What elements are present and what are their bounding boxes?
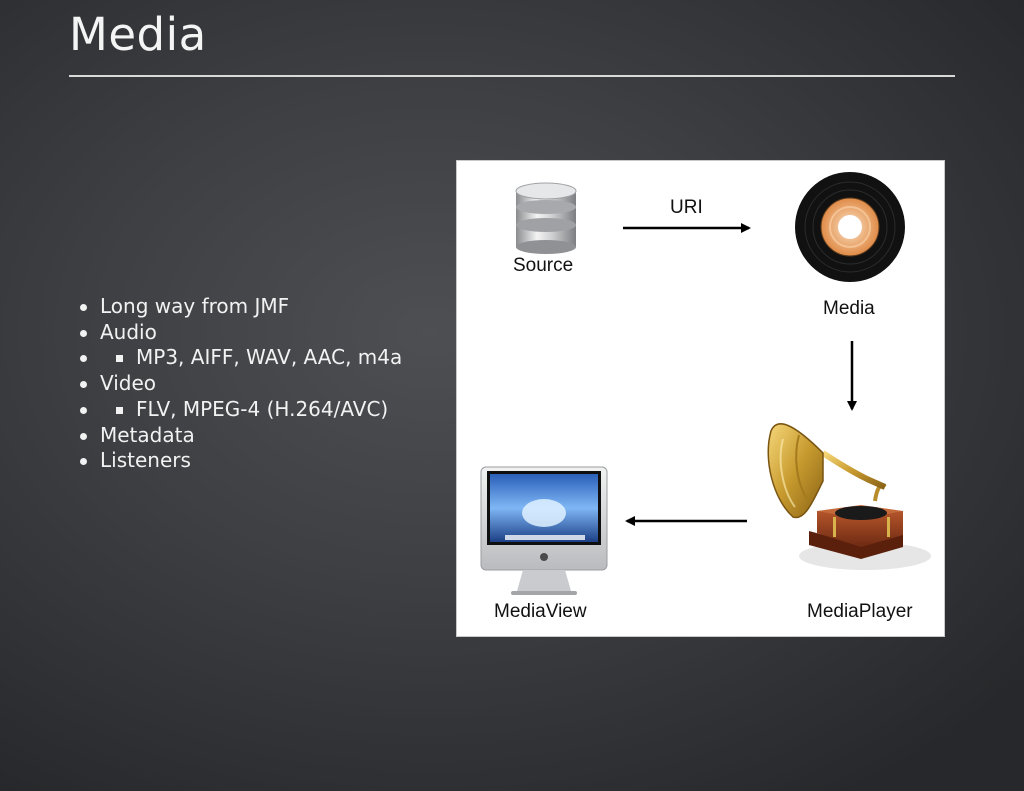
bullet-item: Listeners	[78, 448, 450, 474]
bullet-item: Metadata	[78, 423, 450, 449]
sub-bullet-item: MP3, AIFF, WAV, AAC, m4a	[114, 345, 450, 371]
slide-title: Media	[69, 8, 207, 61]
sub-bullet-text: FLV, MPEG-4 (H.264/AVC)	[136, 396, 389, 421]
node-label-mediaview: MediaView	[494, 601, 587, 622]
media-flow-diagram: URI Source Media MediaView MediaPlayer	[456, 160, 945, 637]
edge-label-uri: URI	[670, 197, 703, 218]
sub-bullet-text: MP3, AIFF, WAV, AAC, m4a	[136, 345, 403, 370]
gramophone-icon	[767, 423, 931, 570]
bullet-text: Long way from JMF	[100, 294, 290, 318]
bullet-list: Long way from JMF Audio MP3, AIFF, WAV, …	[78, 294, 450, 474]
node-label-media: Media	[823, 298, 875, 319]
imac-monitor-icon	[480, 466, 608, 595]
sub-bullet-group: FLV, MPEG-4 (H.264/AVC)	[78, 397, 450, 423]
bullet-item: Audio	[78, 320, 450, 346]
diagram-canvas	[480, 172, 931, 595]
bullet-text: Metadata	[100, 422, 195, 447]
node-label-source: Source	[513, 255, 574, 276]
node-label-mediaplayer: MediaPlayer	[807, 601, 913, 622]
sub-bullet-list: FLV, MPEG-4 (H.264/AVC)	[114, 397, 450, 423]
vinyl-record-icon	[795, 172, 905, 282]
bullet-text: Listeners	[100, 448, 191, 473]
sub-bullet-list: MP3, AIFF, WAV, AAC, m4a	[114, 345, 450, 371]
bullet-text: Video	[100, 371, 157, 396]
sub-bullet-item: FLV, MPEG-4 (H.264/AVC)	[114, 397, 450, 423]
sub-bullet-group: MP3, AIFF, WAV, AAC, m4a	[78, 345, 450, 371]
bullet-item: Long way from JMF	[78, 294, 450, 320]
title-divider	[69, 75, 955, 77]
bullet-text: Audio	[100, 319, 157, 344]
bullet-item: Video	[78, 371, 450, 397]
database-icon	[515, 182, 577, 254]
